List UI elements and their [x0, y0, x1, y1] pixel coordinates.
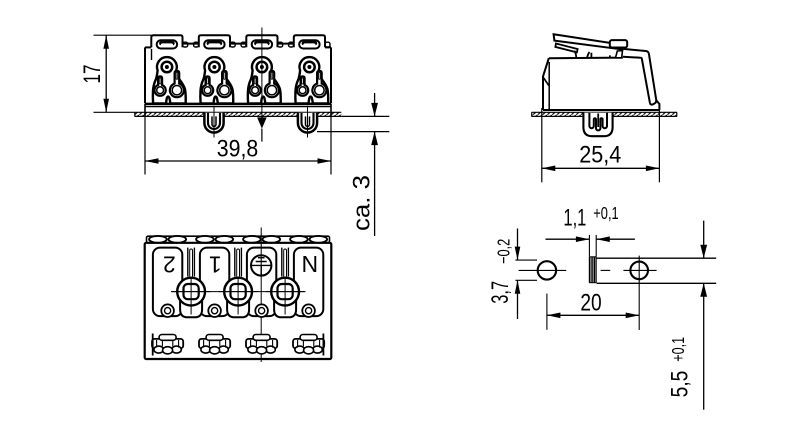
- svg-text:N: N: [301, 251, 318, 277]
- svg-text:ca. 3: ca. 3: [348, 175, 375, 231]
- svg-text:−0,2: −0,2: [494, 239, 514, 264]
- svg-text:2: 2: [163, 252, 176, 278]
- svg-text:25,4: 25,4: [579, 142, 621, 169]
- svg-text:3,7: 3,7: [487, 281, 514, 304]
- svg-text:+0,1: +0,1: [668, 337, 688, 362]
- svg-text:20: 20: [580, 289, 601, 316]
- svg-text:17: 17: [79, 65, 106, 84]
- svg-text:+0,1: +0,1: [593, 203, 618, 223]
- svg-text:39,8: 39,8: [217, 135, 259, 162]
- svg-text:5,5: 5,5: [666, 371, 693, 398]
- svg-text:1: 1: [209, 252, 222, 278]
- svg-text:1,1: 1,1: [563, 205, 586, 232]
